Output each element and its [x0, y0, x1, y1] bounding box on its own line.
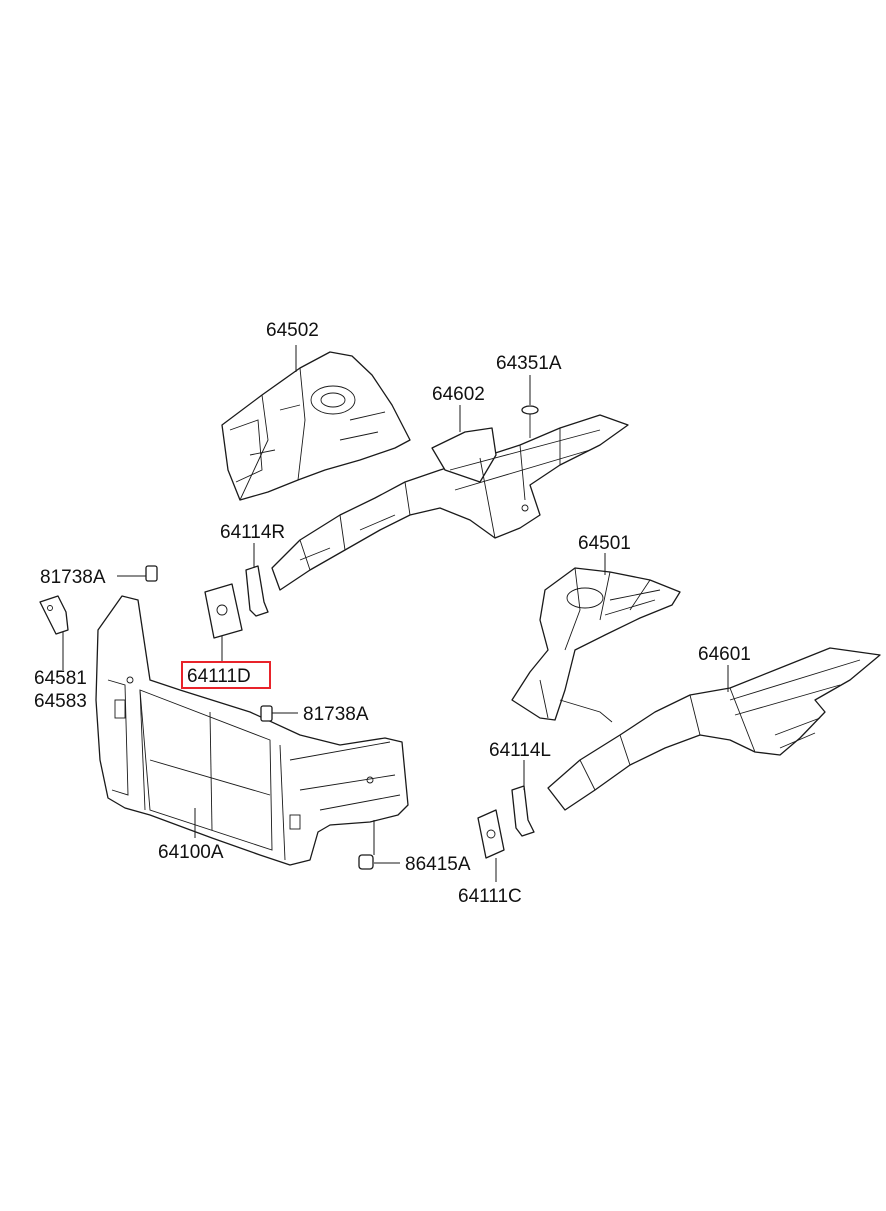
leader-lines: [62, 345, 729, 882]
label-64602[interactable]: 64602: [432, 384, 485, 405]
clip-81738A-top: [145, 565, 158, 582]
label-64501[interactable]: 64501: [578, 533, 631, 554]
plate-64111D: [204, 583, 243, 639]
bolt-64351A: [521, 405, 539, 438]
label-64581[interactable]: 64581: [34, 668, 87, 689]
front-side-member-right: [271, 414, 629, 591]
front-side-member-left: [547, 647, 881, 811]
label-64100A[interactable]: 64100A: [158, 842, 224, 863]
label-64114R[interactable]: 64114R: [220, 522, 285, 543]
front-panel-carrier-64100A: [95, 595, 409, 866]
bracket-64114L: [511, 785, 535, 837]
label-64111C[interactable]: 64111C: [458, 886, 522, 907]
label-64351A[interactable]: 64351A: [496, 353, 562, 374]
wheel-house-panel-left: [511, 567, 681, 723]
label-64502[interactable]: 64502: [266, 320, 319, 341]
wheel-house-panel-right: [221, 351, 411, 501]
label-64583[interactable]: 64583: [34, 691, 87, 712]
highlight-box: [181, 661, 271, 689]
fastener-86415A: [358, 854, 374, 870]
bracket-64114R: [245, 565, 269, 617]
label-64114L[interactable]: 64114L: [489, 740, 551, 761]
label-64601[interactable]: 64601: [698, 644, 751, 665]
bracket-64581: [39, 595, 69, 635]
label-81738A-mid[interactable]: 81738A: [303, 704, 369, 725]
label-81738A-top[interactable]: 81738A: [40, 567, 106, 588]
plate-64111C: [477, 809, 505, 859]
label-64111D[interactable]: 64111D: [187, 666, 251, 687]
label-86415A[interactable]: 86415A: [405, 854, 471, 875]
clip-81738A-mid: [260, 705, 273, 722]
